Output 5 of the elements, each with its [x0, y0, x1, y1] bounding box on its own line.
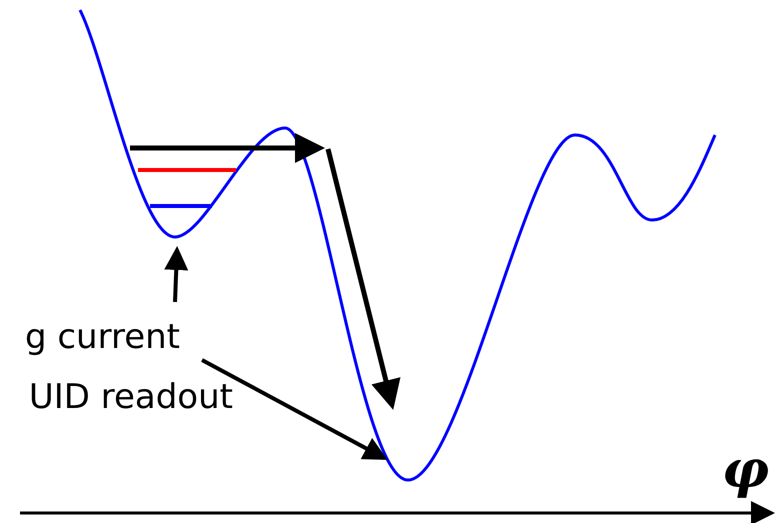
annotation-text: g current [24, 318, 180, 356]
arrow [164, 246, 188, 302]
axis-label: φ [722, 442, 770, 498]
arrow [201, 358, 388, 460]
annotation-text: UID readout [28, 378, 233, 416]
